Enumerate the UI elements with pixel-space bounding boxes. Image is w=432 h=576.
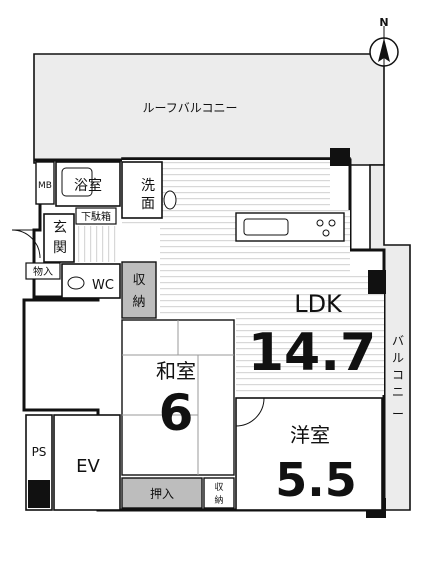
wc-label: WC	[92, 278, 114, 293]
bottom-storage	[203, 477, 235, 509]
shoe-cabinet-label: 下駄箱	[81, 210, 111, 223]
ps-label: PS	[32, 445, 47, 459]
column	[368, 270, 386, 294]
shoe-cabinet	[75, 207, 117, 225]
bottom-storage-label-1: 収	[214, 481, 223, 493]
storage-small-label: 物入	[33, 265, 53, 278]
svg-text:コ: コ	[392, 368, 404, 382]
stove-burner-icon	[322, 229, 330, 237]
mb-closet	[35, 161, 55, 205]
bath-label: 浴室	[74, 177, 102, 194]
svg-text:バ: バ	[392, 334, 404, 348]
column	[330, 148, 350, 166]
elevator	[53, 414, 121, 511]
stove-burner-icon	[328, 219, 336, 227]
washbasin-icon	[163, 190, 177, 210]
entrance	[43, 213, 75, 263]
washroom-label-1: 洗	[141, 178, 155, 194]
compass-letter: N	[379, 16, 388, 29]
bathtub-icon	[61, 167, 93, 197]
step-area	[76, 226, 116, 262]
svg-text:ル: ル	[392, 351, 404, 365]
svg-text:ニ: ニ	[392, 385, 404, 399]
ldk-size: 14.7	[248, 323, 376, 383]
entrance-label-1: 玄	[53, 219, 67, 236]
oshiire-label: 押入	[150, 487, 174, 501]
youshitsu-door-swing	[235, 397, 265, 427]
washroom-label-2: 面	[141, 196, 155, 212]
north-arrow-icon: N	[369, 16, 399, 70]
balcony-label: バ ル コ ニ ー	[392, 334, 404, 421]
washroom	[121, 161, 163, 219]
toilet-icon	[67, 276, 85, 290]
washitsu-size: 6	[159, 384, 194, 442]
ldk-storage	[121, 261, 157, 319]
ldk-storage-label-1: 収	[132, 273, 145, 288]
svg-text:ー: ー	[392, 407, 404, 421]
ps-shaft-fill	[28, 480, 50, 508]
entrance-label-2: 関	[53, 240, 67, 256]
kitchen-sink-icon	[243, 218, 289, 236]
youshitsu-size: 5.5	[275, 453, 357, 507]
youshitsu-room	[235, 397, 383, 511]
ev-label: EV	[76, 456, 100, 477]
ldk-label: LDK	[294, 290, 343, 318]
bottom-storage-label-2: 納	[214, 494, 223, 506]
tatami-lines	[122, 320, 234, 475]
youshitsu-label: 洋室	[290, 423, 330, 447]
oshiire-closet	[121, 477, 203, 509]
roof-balcony-label: ルーフバルコニー	[142, 101, 237, 115]
stove-burner-icon	[316, 219, 324, 227]
storage-small	[25, 262, 61, 280]
entrance-door-swing	[11, 229, 41, 259]
mb-label: MB	[38, 181, 52, 191]
washitsu-label: 和室	[156, 359, 196, 383]
ldk-storage-label-2: 納	[132, 295, 145, 310]
